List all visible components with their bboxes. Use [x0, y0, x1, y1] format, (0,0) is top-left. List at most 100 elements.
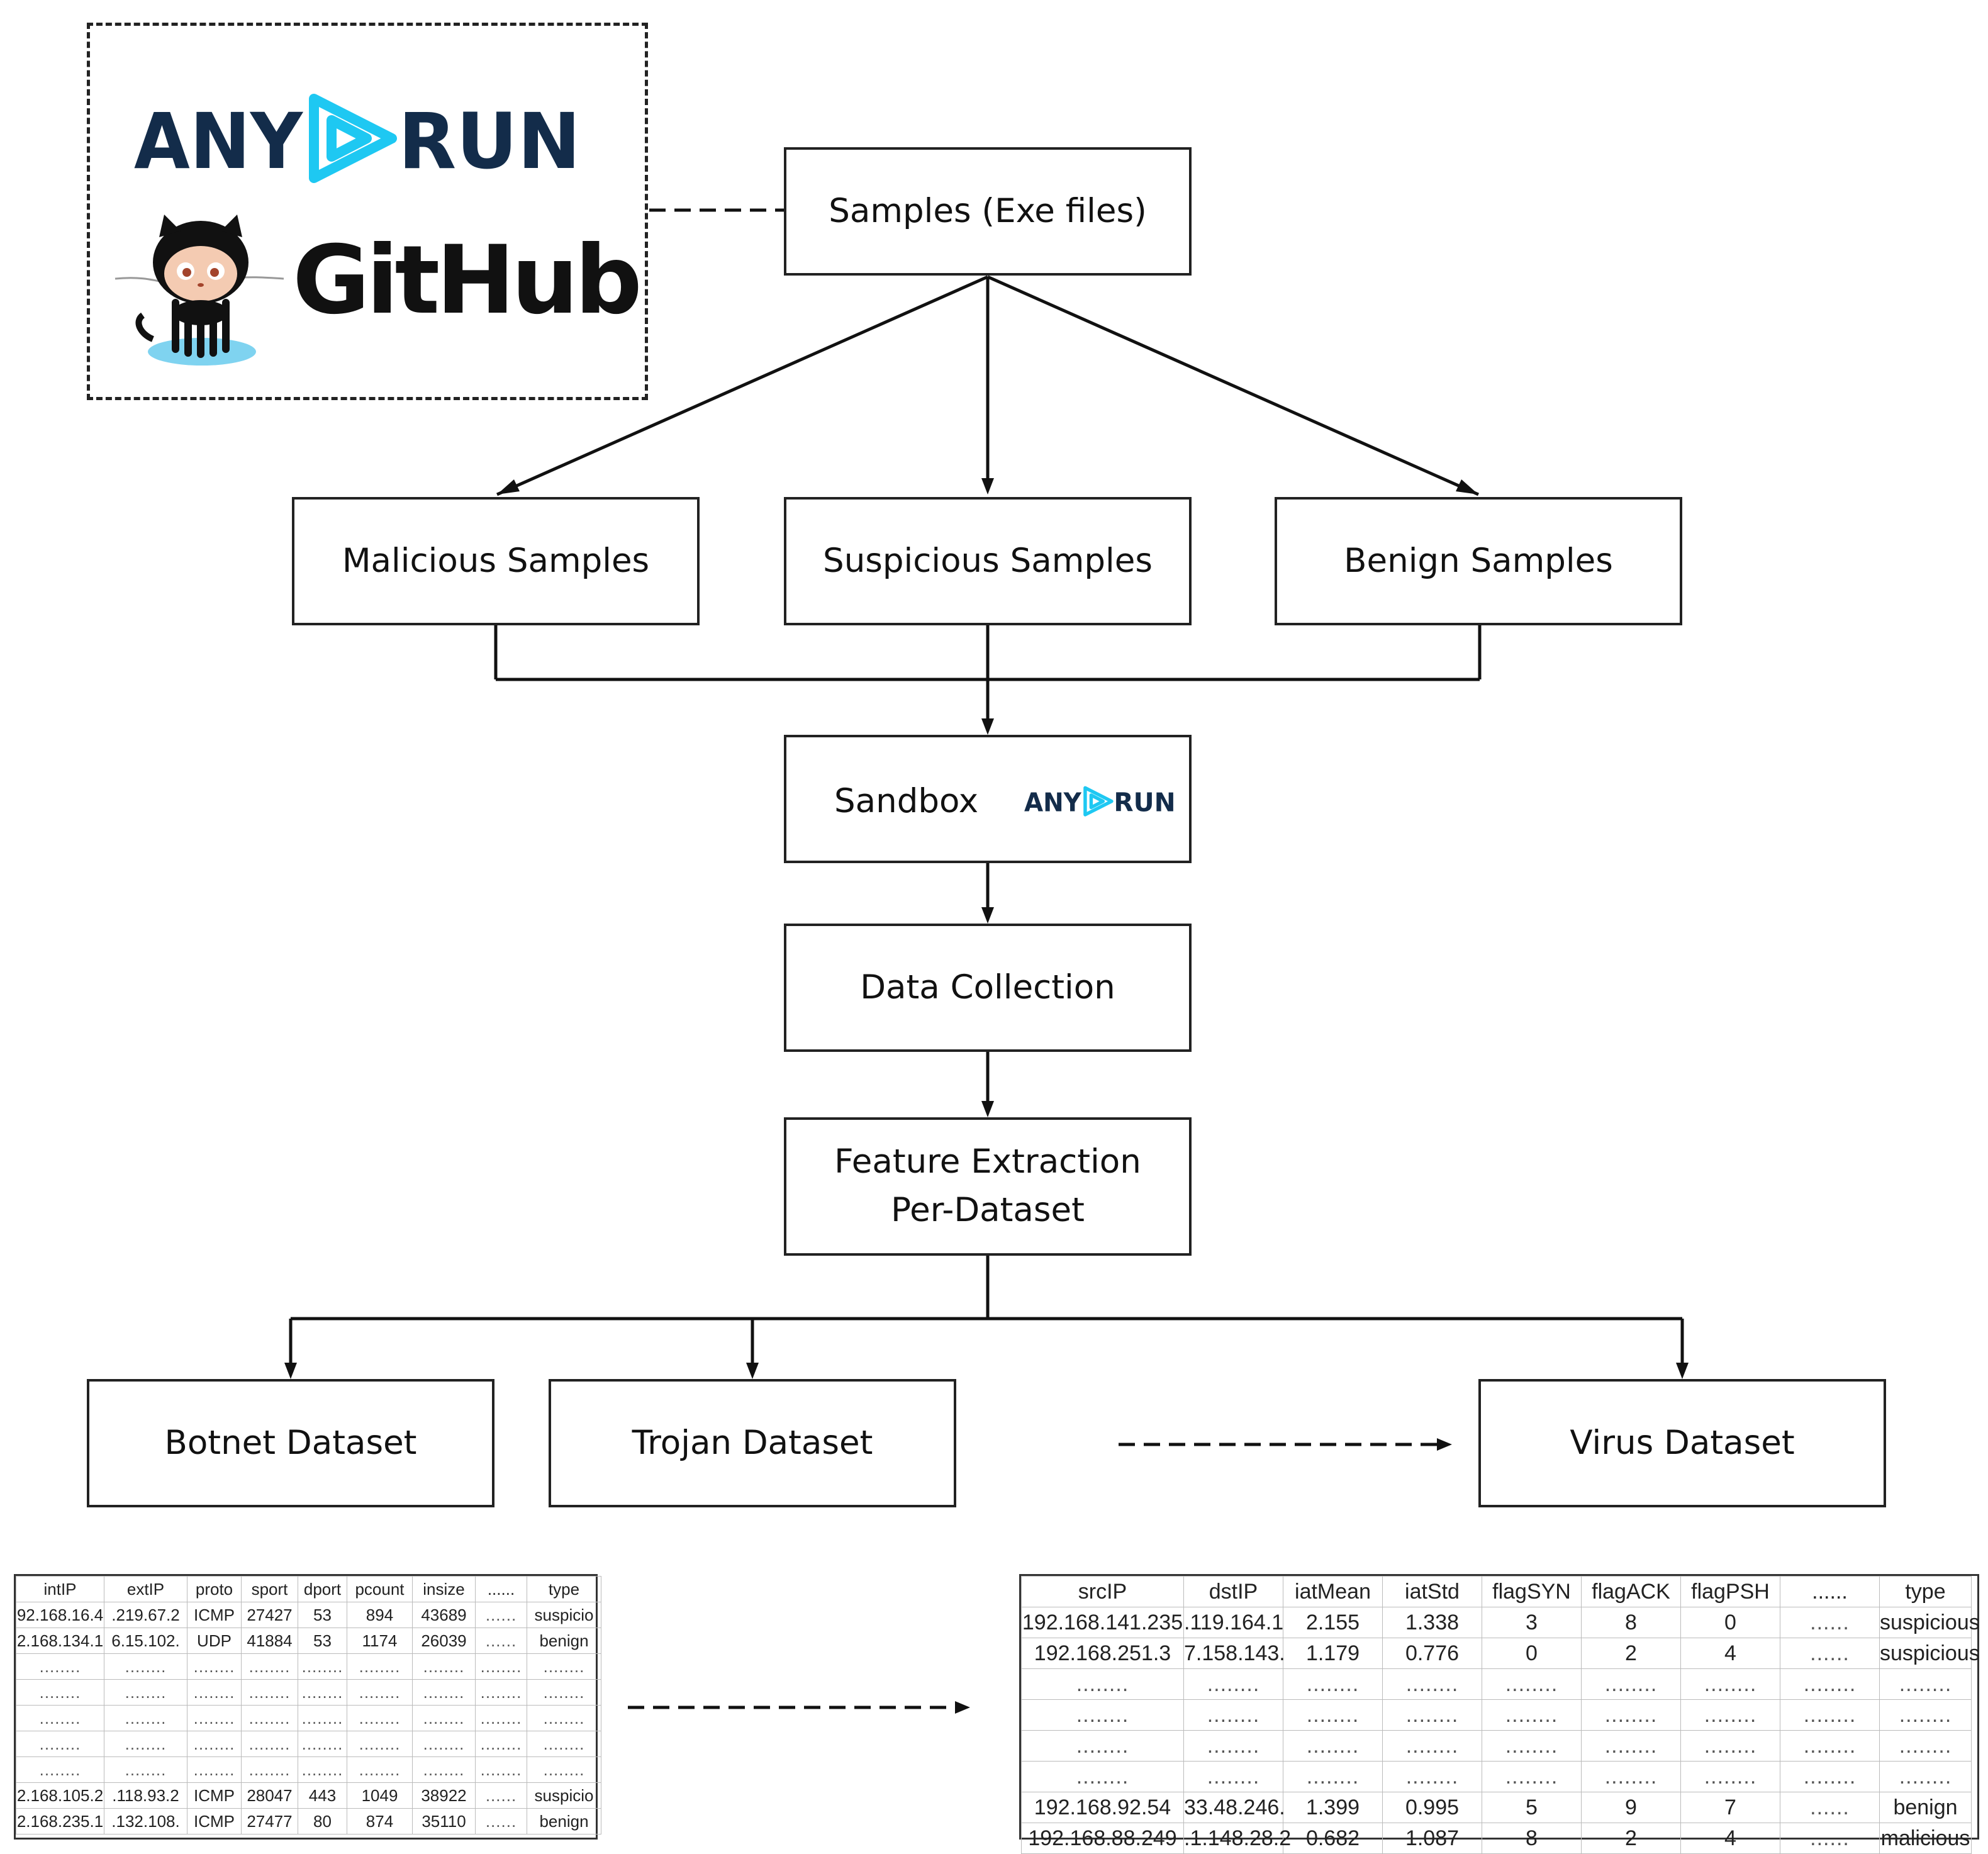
column-header: intIP — [16, 1576, 104, 1602]
svg-text:ANY: ANY — [134, 97, 304, 186]
table-cell: ...... — [1780, 1823, 1880, 1854]
table-cell: .1.148.28.2 — [1183, 1823, 1291, 1854]
table-cell: 33.48.246. — [1183, 1792, 1285, 1823]
table-cell: suspicious — [1879, 1638, 1980, 1669]
table-cell: ........ — [412, 1756, 476, 1783]
table-cell: .219.67.2 — [104, 1602, 187, 1628]
table-cell: ........ — [475, 1756, 527, 1783]
table-cell: ........ — [527, 1679, 601, 1706]
table-cell: ........ — [1879, 1699, 1972, 1731]
table-cell: ........ — [347, 1653, 413, 1680]
table-cell: 27427 — [241, 1602, 298, 1628]
feature-extraction-node: Feature Extraction Per-Dataset — [784, 1117, 1192, 1256]
github-logo: GitHub — [114, 208, 642, 372]
table-cell: benign — [527, 1808, 601, 1834]
table-cell: 192.168.92.54 — [1021, 1792, 1184, 1823]
table-cell: ........ — [104, 1705, 187, 1731]
virus-dataset-node: Virus Dataset — [1478, 1379, 1886, 1507]
table-cell: ........ — [1581, 1699, 1681, 1731]
table-cell: 8 — [1581, 1607, 1681, 1638]
column-header: flagACK — [1581, 1576, 1681, 1607]
table-cell: ........ — [347, 1756, 413, 1783]
table-cell: ........ — [1680, 1730, 1780, 1762]
octocat-icon — [114, 215, 284, 366]
trojan-dataset-node: Trojan Dataset — [549, 1379, 956, 1507]
column-header: pcount — [347, 1576, 413, 1602]
table-cell: 894 — [347, 1602, 413, 1628]
table-cell: .118.93.2 — [104, 1782, 187, 1809]
table-cell: ........ — [1021, 1699, 1184, 1731]
sandbox-anyrun-logo: ANY RUN — [1024, 786, 1176, 818]
table-cell: ........ — [104, 1653, 187, 1680]
table-cell: 35110 — [412, 1808, 476, 1834]
table-cell: ........ — [1780, 1668, 1880, 1700]
table-cell: ........ — [1183, 1668, 1283, 1700]
malicious-samples-node: Malicious Samples — [292, 497, 700, 625]
table-cell: 1.179 — [1283, 1638, 1383, 1669]
column-header: dstIP — [1183, 1576, 1283, 1607]
table-cell: 2.155 — [1283, 1607, 1383, 1638]
table-cell: suspicio — [527, 1782, 601, 1809]
data-collection-node: Data Collection — [784, 924, 1192, 1052]
table-cell: ........ — [412, 1705, 476, 1731]
table-cell: 5 — [1482, 1792, 1582, 1823]
table-cell: ........ — [241, 1679, 298, 1706]
column-header: flagPSH — [1680, 1576, 1780, 1607]
table-cell: ........ — [475, 1731, 527, 1757]
table-row: ........................................… — [16, 1653, 601, 1680]
table-cell: ........ — [1283, 1668, 1383, 1700]
svg-text:RUN: RUN — [398, 97, 581, 186]
table-cell: ........ — [16, 1731, 104, 1757]
table-row: ........................................… — [1021, 1761, 1972, 1792]
table-cell: ........ — [1183, 1761, 1283, 1792]
table-row: ........................................… — [16, 1756, 601, 1783]
table-cell: ........ — [298, 1756, 347, 1783]
table-cell: ........ — [475, 1679, 527, 1706]
table-cell: ........ — [527, 1756, 601, 1783]
table-cell: ........ — [16, 1679, 104, 1706]
table-cell: 192.168.251.3 — [1021, 1638, 1184, 1669]
samples-node: Samples (Exe files) — [784, 147, 1192, 276]
table-cell: 43689 — [412, 1602, 476, 1628]
table-cell: ........ — [527, 1705, 601, 1731]
table-cell: ...... — [475, 1602, 527, 1628]
table-cell: .132.108. — [104, 1808, 187, 1834]
table-cell: ........ — [347, 1679, 413, 1706]
table-cell: ........ — [527, 1653, 601, 1680]
github-wordmark: GitHub — [293, 226, 642, 335]
table-cell: ........ — [1021, 1761, 1184, 1792]
table-cell: 2.168.105.2 — [16, 1782, 104, 1809]
table-cell: ........ — [1183, 1699, 1283, 1731]
table-cell: ........ — [298, 1653, 347, 1680]
table-cell: ........ — [475, 1653, 527, 1680]
table-cell: ........ — [241, 1731, 298, 1757]
table-cell: ...... — [475, 1628, 527, 1654]
table-cell: ........ — [298, 1731, 347, 1757]
svg-text:RUN: RUN — [1114, 788, 1175, 818]
table-cell: ICMP — [187, 1782, 242, 1809]
table-cell: benign — [527, 1628, 601, 1654]
table-cell: ...... — [1780, 1792, 1880, 1823]
table-cell: ........ — [1021, 1730, 1184, 1762]
table-cell: ...... — [1780, 1607, 1880, 1638]
table-cell: ........ — [412, 1731, 476, 1757]
table-cell: ........ — [1780, 1699, 1880, 1731]
table-cell: ........ — [1482, 1730, 1582, 1762]
table-cell: ........ — [187, 1653, 242, 1680]
table-cell: ........ — [187, 1679, 242, 1706]
table-cell: ........ — [16, 1705, 104, 1731]
suspicious-samples-node: Suspicious Samples — [784, 497, 1192, 625]
table-cell: ........ — [1680, 1668, 1780, 1700]
table-cell: ........ — [241, 1653, 298, 1680]
anyrun-logo-graphic: ANY RUN — [134, 94, 581, 186]
